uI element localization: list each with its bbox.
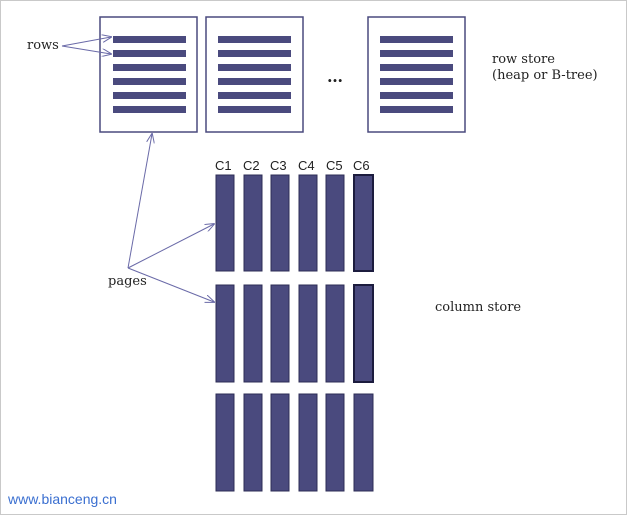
column-page bbox=[353, 284, 374, 383]
pages-arrows bbox=[127, 134, 214, 302]
row-bar bbox=[218, 50, 291, 57]
row-bar bbox=[113, 78, 186, 85]
column-page bbox=[270, 174, 290, 272]
column-page bbox=[270, 284, 290, 383]
row-bar bbox=[218, 106, 291, 113]
row-bar bbox=[113, 64, 186, 71]
row-store-label: row store bbox=[492, 52, 555, 67]
row-bar bbox=[113, 50, 186, 57]
row-bar bbox=[113, 36, 186, 43]
column-page bbox=[298, 174, 318, 272]
row-bar bbox=[113, 92, 186, 99]
column-label-c2: C2 bbox=[243, 158, 260, 173]
row-store-page-2 bbox=[205, 16, 304, 133]
row-bar bbox=[113, 106, 186, 113]
column-label-c6: C6 bbox=[353, 158, 370, 173]
row-store-sublabel: (heap or B-tree) bbox=[492, 68, 598, 83]
row-bar bbox=[218, 64, 291, 71]
column-page bbox=[353, 174, 374, 272]
row-bar bbox=[380, 92, 453, 99]
column-store-label: column store bbox=[435, 300, 522, 315]
column-page bbox=[325, 393, 345, 492]
rows-arrows bbox=[61, 37, 111, 54]
column-page bbox=[325, 284, 345, 383]
column-page bbox=[325, 174, 345, 272]
column-page bbox=[243, 174, 263, 272]
column-page bbox=[298, 393, 318, 492]
row-bar bbox=[218, 92, 291, 99]
column-page bbox=[215, 284, 235, 383]
column-store bbox=[215, 174, 374, 492]
column-label-c5: C5 bbox=[326, 158, 343, 173]
column-page bbox=[353, 393, 374, 492]
column-label-c1: C1 bbox=[215, 158, 232, 173]
row-bar bbox=[218, 78, 291, 85]
row-store-page-1 bbox=[99, 16, 198, 133]
column-label-c3: C3 bbox=[270, 158, 287, 173]
column-page bbox=[243, 284, 263, 383]
column-page bbox=[215, 174, 235, 272]
column-page bbox=[215, 393, 235, 492]
ellipsis-label: … bbox=[327, 67, 343, 86]
watermark-text[interactable]: www.bianceng.cn bbox=[8, 491, 117, 507]
row-bar bbox=[380, 64, 453, 71]
column-page bbox=[243, 393, 263, 492]
column-page bbox=[270, 393, 290, 492]
row-bar bbox=[380, 36, 453, 43]
row-bar bbox=[380, 78, 453, 85]
rows-label: rows bbox=[27, 38, 59, 53]
row-bar bbox=[380, 50, 453, 57]
column-label-c4: C4 bbox=[298, 158, 315, 173]
row-bar bbox=[380, 106, 453, 113]
column-page bbox=[298, 284, 318, 383]
row-store-page-n bbox=[367, 16, 466, 133]
row-bar bbox=[218, 36, 291, 43]
pages-label: pages bbox=[108, 274, 147, 289]
